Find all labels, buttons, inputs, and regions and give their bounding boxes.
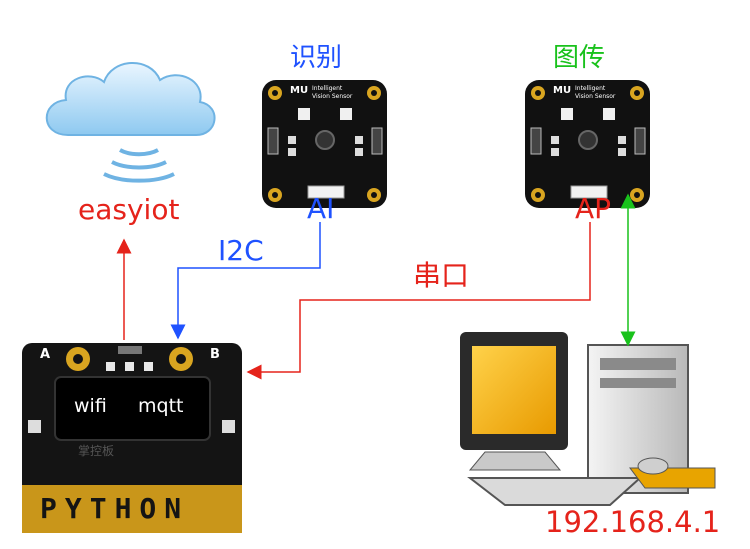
ai-port-label: AI	[307, 192, 335, 225]
screen-mqtt-text: mqtt	[138, 395, 184, 417]
ai-sensor-brand: MU	[290, 85, 309, 96]
i2c-label: I2C	[218, 234, 264, 267]
easyiot-label: easyiot	[78, 193, 180, 226]
ap-sensor-line1: Intelligent	[575, 85, 606, 92]
i2c-connection-arrow	[170, 222, 321, 340]
ap-vision-sensor	[525, 80, 650, 208]
serial-connection-arrow	[246, 222, 591, 380]
computer-icon	[460, 332, 716, 506]
ai-vision-sensor	[262, 80, 387, 208]
ap-title-label: 图传	[553, 43, 606, 73]
board-pin-b: B	[210, 347, 220, 362]
board-pin-a: A	[40, 347, 51, 362]
ai-sensor-line1: Intelligent	[312, 85, 343, 92]
cloud-icon	[45, 62, 216, 183]
board-python-lettering: PYTHON	[40, 492, 190, 525]
ai-title-label: 识别	[290, 43, 343, 73]
controller-board	[22, 343, 242, 533]
serial-label: 串口	[413, 259, 470, 292]
board-logo-text: 掌控板	[78, 444, 115, 458]
ap-port-label: AP	[575, 192, 612, 225]
ip-address-label: 192.168.4.1	[545, 505, 721, 539]
ap-sensor-brand: MU	[553, 85, 572, 96]
ai-sensor-line2: Vision Sensor	[312, 93, 353, 100]
screen-wifi-text: wifi	[74, 395, 107, 417]
ap-sensor-line2: Vision Sensor	[575, 93, 616, 100]
